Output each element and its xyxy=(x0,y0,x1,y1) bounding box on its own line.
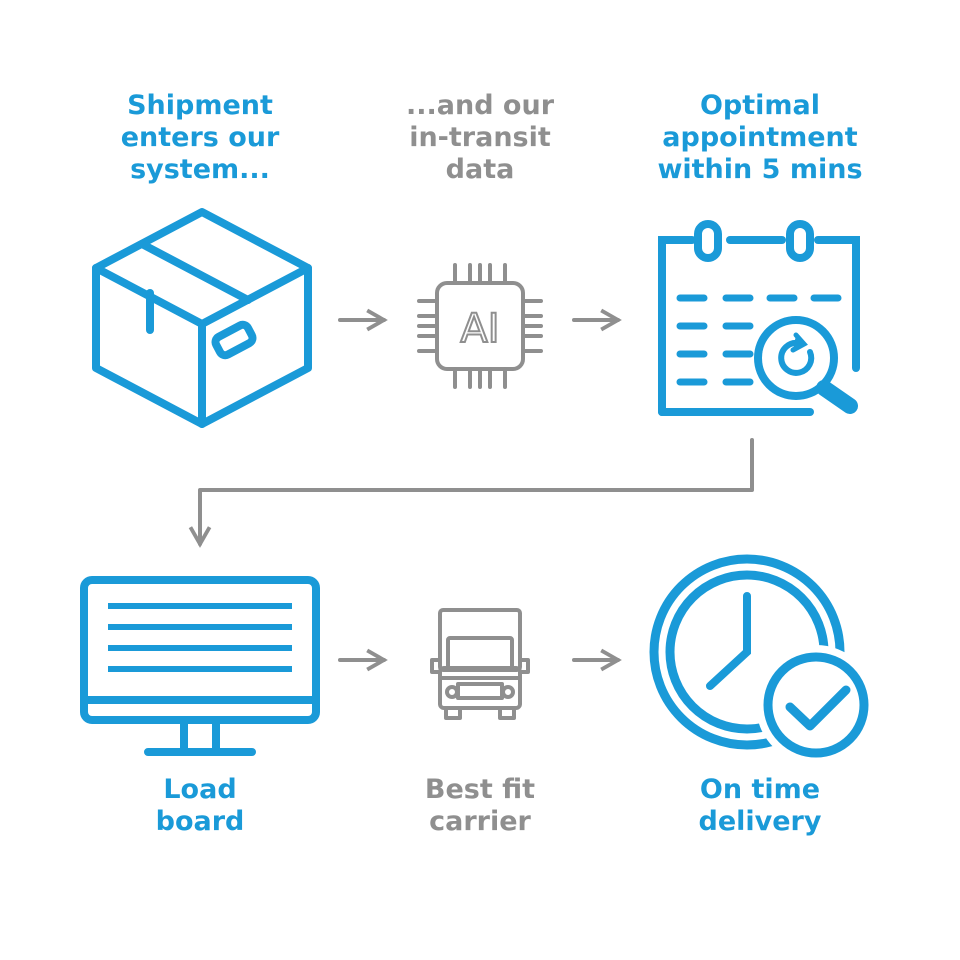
step-appointment-label: Optimal appointment within 5 mins xyxy=(620,90,900,186)
step-delivery-label: On time delivery xyxy=(620,774,900,838)
step-delivery-line2: delivery xyxy=(698,806,822,837)
step-appointment-line3: within 5 mins xyxy=(657,154,863,185)
truck-icon xyxy=(430,608,530,720)
ai-chip-icon: AI xyxy=(417,263,543,389)
step-shipment-line1: Shipment xyxy=(127,90,273,121)
step-shipment-line2: enters our xyxy=(120,122,280,153)
step-data-line1: ...and our xyxy=(405,90,555,121)
arrow-appointment-to-loadboard xyxy=(188,438,754,548)
step-data-line2: in-transit xyxy=(409,122,551,153)
step-appointment-line1: Optimal xyxy=(699,90,821,121)
flow-arrows xyxy=(188,308,754,672)
box-icon xyxy=(92,208,312,428)
step-shipment-line3: system... xyxy=(130,154,270,185)
step-carrier-line2: carrier xyxy=(429,806,531,837)
step-carrier-label: Best fit carrier xyxy=(340,774,620,838)
step-data-label: ...and our in-transit data xyxy=(340,90,620,186)
step-loadboard-line1: Load xyxy=(163,774,237,805)
step-delivery-line1: On time xyxy=(699,774,821,805)
step-carrier-line1: Best fit xyxy=(424,774,536,805)
monitor-icon xyxy=(80,576,320,756)
step-data-line3: data xyxy=(445,154,515,185)
ai-chip-text: AI xyxy=(460,306,499,352)
step-loadboard-label: Load board xyxy=(60,774,340,838)
clock-check-icon xyxy=(649,554,876,765)
step-loadboard-line2: board xyxy=(155,806,245,837)
calendar-search-icon xyxy=(658,220,860,416)
step-appointment-line2: appointment xyxy=(662,122,858,153)
step-shipment-label: Shipment enters our system... xyxy=(60,90,340,186)
